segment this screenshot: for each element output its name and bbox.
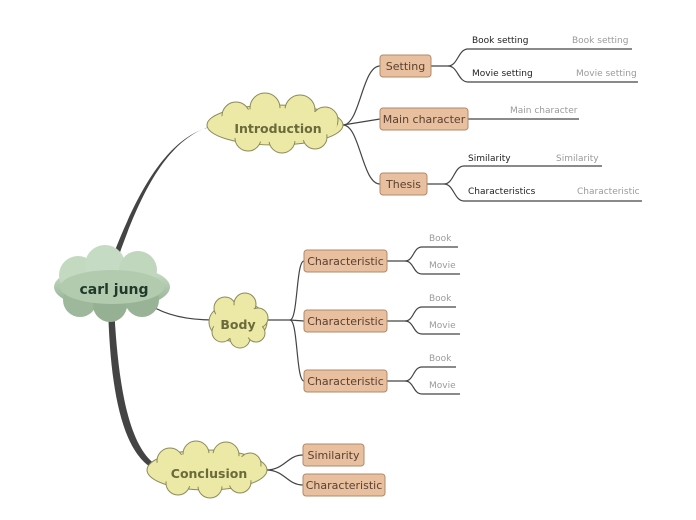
conclusion-similarity-label: Similarity — [307, 449, 359, 462]
book-setting-hint: Book setting — [572, 36, 628, 46]
main-character-hint[interactable]: Main character — [510, 106, 578, 116]
conclusion-connectors — [265, 454, 304, 486]
book-branch[interactable]: Book — [429, 354, 452, 364]
body-characteristic-label: Characteristic — [307, 375, 384, 388]
body-connectors — [268, 246, 460, 395]
conclusion-label: Conclusion — [171, 466, 247, 481]
intro-connectors — [342, 48, 642, 202]
conclusion-cloud-shape — [146, 440, 268, 499]
book-branch[interactable]: Book — [429, 234, 452, 244]
body-characteristic-2[interactable]: Characteristic — [303, 309, 388, 333]
characteristics-hint: Characteristic — [577, 187, 640, 197]
body-characteristic-label: Characteristic — [307, 315, 384, 328]
thesis-node[interactable]: Thesis — [379, 172, 428, 196]
similarity-hint: Similarity — [556, 154, 599, 164]
intro-label: Introduction — [234, 121, 321, 136]
setting-node[interactable]: Setting — [379, 54, 432, 78]
movie-setting-branch[interactable]: Movie setting Movie setting — [472, 69, 637, 79]
conclusion-characteristic-node[interactable]: Characteristic — [302, 473, 386, 497]
characteristics-branch[interactable]: Characteristics Characteristic — [468, 187, 640, 197]
movie-branch[interactable]: Movie — [429, 261, 456, 271]
conclusion-node[interactable]: Conclusion — [146, 440, 268, 499]
body-characteristic-3[interactable]: Characteristic — [303, 369, 388, 393]
main-character-node[interactable]: Main character — [379, 107, 469, 131]
conclusion-similarity-node[interactable]: Similarity — [302, 443, 365, 467]
root-cloud-shape — [54, 245, 170, 322]
setting-label: Setting — [386, 60, 425, 73]
root-label: carl jung — [79, 282, 148, 298]
root-node[interactable]: carl jung — [54, 245, 170, 322]
characteristics-label: Characteristics — [468, 187, 536, 197]
body-cloud-shape — [208, 292, 269, 349]
body-label: Body — [220, 317, 255, 332]
movie-branch[interactable]: Movie — [429, 381, 456, 391]
book-setting-label: Book setting — [472, 36, 528, 46]
similarity-label: Similarity — [468, 154, 511, 164]
movie-setting-hint: Movie setting — [576, 69, 637, 79]
body-node[interactable]: Body — [208, 292, 269, 349]
body-characteristic-label: Characteristic — [307, 255, 384, 268]
thesis-label: Thesis — [385, 178, 421, 191]
intro-node[interactable]: Introduction — [206, 92, 344, 154]
intro-cloud-shape — [206, 92, 344, 154]
book-setting-branch[interactable]: Book setting Book setting — [472, 36, 628, 46]
similarity-branch[interactable]: Similarity Similarity — [468, 154, 599, 164]
movie-setting-label: Movie setting — [472, 69, 533, 79]
movie-branch[interactable]: Movie — [429, 321, 456, 331]
main-character-label: Main character — [383, 113, 466, 126]
book-branch[interactable]: Book — [429, 294, 452, 304]
conclusion-characteristic-label: Characteristic — [306, 479, 383, 492]
body-characteristic-1[interactable]: Characteristic — [303, 249, 388, 273]
